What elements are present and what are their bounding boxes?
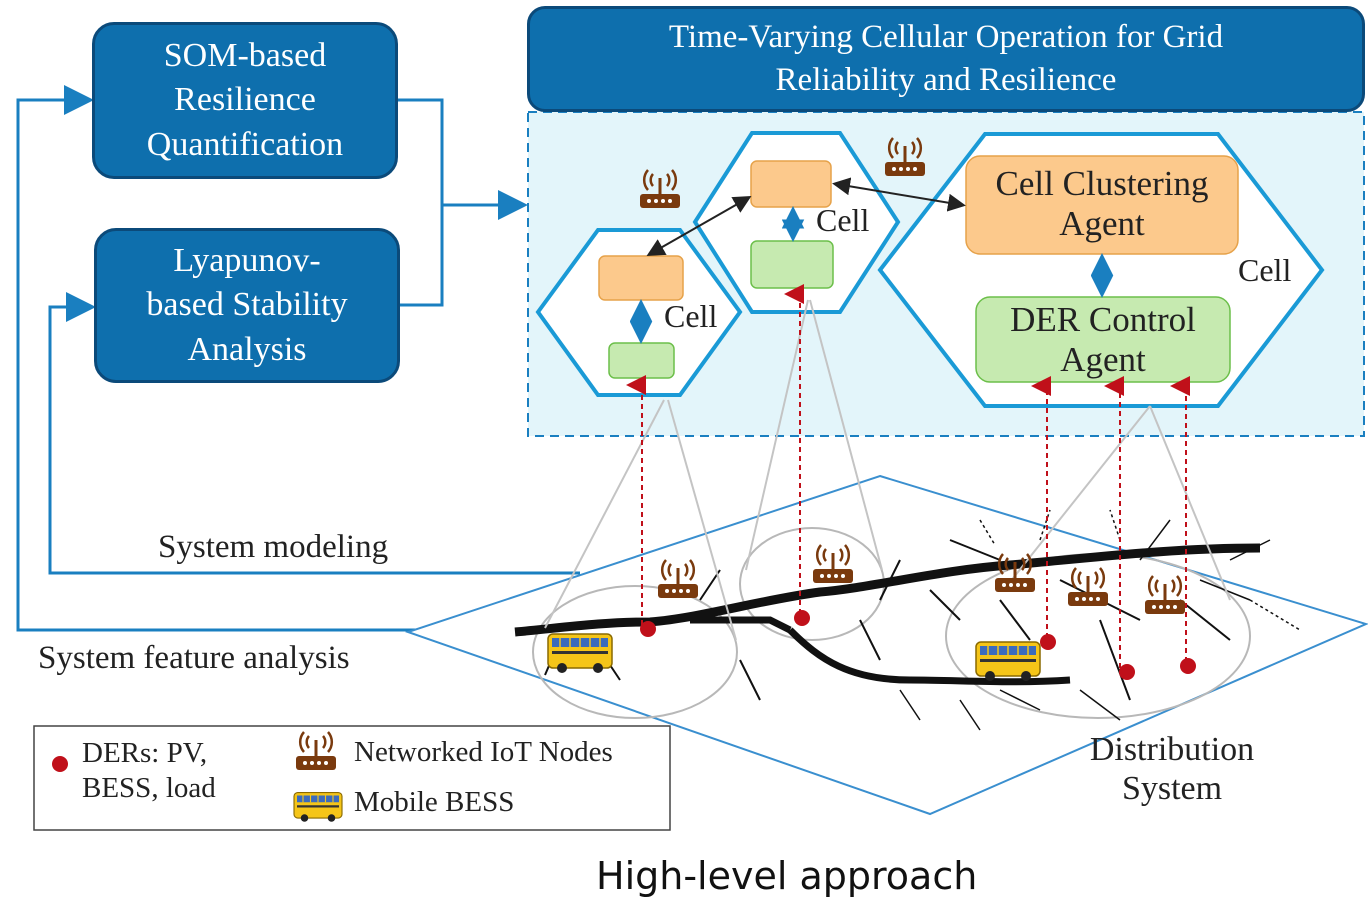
som-box: SOM-based Resilience Quantification [92,22,398,179]
cell-label-1: Cell [664,298,718,334]
legend-mobile-text: Mobile BESS [354,786,515,818]
lyapunov-box: Lyapunov- based Stability Analysis [94,228,400,383]
legend-der-dot [52,756,68,772]
distribution-plane [404,474,1368,816]
der-agent-label: DER Control Agent [1010,300,1196,380]
legend-iot-text: Networked IoT Nodes [354,736,613,768]
projection-lines [544,299,1231,641]
cluster-agent-label: Cell Clustering Agent [995,164,1209,244]
distribution-system-label: Distribution System [1089,731,1255,808]
cell-label-3: Cell [1238,252,1292,288]
system-feature-label: System feature analysis [38,640,350,676]
der-nodes [640,610,1196,680]
feedback-lines [16,85,580,632]
cell-label-2: Cell [816,202,870,238]
header-box: Time-Varying Cellular Operation for Grid… [527,6,1365,112]
feeder-network [514,509,1301,731]
legend-ders-text: DERs: PV, BESS, load [82,737,216,804]
legend-bus-icon [293,791,343,823]
agent-arrows [629,177,1114,344]
der-links [626,284,1190,668]
figure-caption: High-level approach [596,854,978,898]
system-modeling-label: System modeling [158,529,389,565]
legend-box [33,725,671,831]
